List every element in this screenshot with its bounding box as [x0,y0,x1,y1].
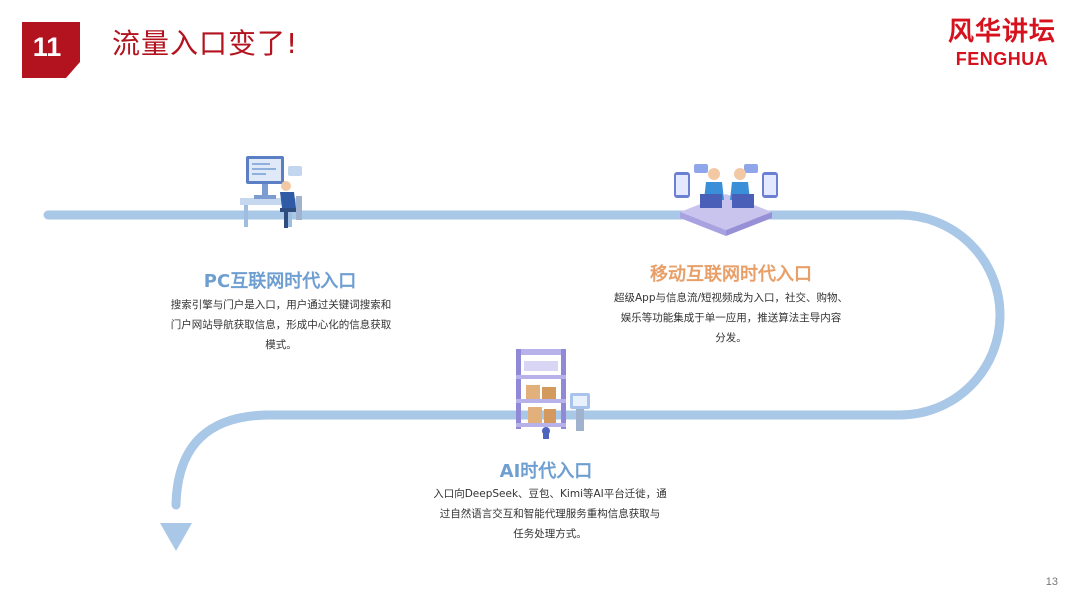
computer-desk-icon [240,156,302,228]
ai-shelf-icon [516,349,590,439]
flow-arrow-icon [160,523,192,551]
mobile-users-icon [674,164,778,236]
stage-mobile-line: 娱乐等功能集成于单一应用，推送算法主导内容 [620,312,842,324]
stage-pc-line: 模式。 [265,339,297,351]
slide-number: 11 [32,32,62,62]
stage-ai-line: 入口向DeepSeek、豆包、Kimi等AI平台迁徙，通 [433,488,667,500]
stage-pc-heading-text: PC互联网时代入口 [203,271,357,292]
stage-pc-line: 门户网站导航获取信息，形成中心化的信息获取 [170,319,392,331]
logo-en-text: FENGHUA [955,49,1049,69]
slide-number-badge: 11 [22,22,80,78]
stage-mobile-line: 分发。 [715,332,747,344]
stage-pc-description: 搜索引擎与门户是入口，用户通过关键词搜索和 门户网站导航获取信息，形成中心化的信… [150,295,412,355]
stage-ai-description: 入口向DeepSeek、豆包、Kimi等AI平台迁徙，通 过自然语言交互和智能代… [418,484,682,544]
stage-mobile-description: 超级App与信息流/短视频成为入口，社交、购物、 娱乐等功能集成于单一应用，推送… [598,288,864,348]
page-title: 流量入口变了! [112,27,299,60]
stage-ai-line: 过自然语言交互和智能代理服务重构信息获取与 [439,508,661,520]
stage-pc-heading: PC互联网时代入口 [180,267,380,293]
stage-mobile-heading-text: 移动互联网时代入口 [650,264,812,285]
stage-mobile-heading: 移动互联网时代入口 [618,260,844,286]
page-number: 13 [1045,576,1058,588]
stage-ai-heading-text: AI时代入口 [499,461,593,482]
logo-cn-text: 风华讲坛 [947,17,1056,47]
stage-mobile-line: 超级App与信息流/短视频成为入口，社交、购物、 [613,292,849,304]
stage-pc-line: 搜索引擎与门户是入口，用户通过关键词搜索和 [170,299,392,311]
stage-ai-heading: AI时代入口 [466,457,626,483]
fenghua-logo: 风华讲坛 FENGHUA [940,16,1064,70]
stage-ai-line: 任务处理方式。 [513,528,587,540]
